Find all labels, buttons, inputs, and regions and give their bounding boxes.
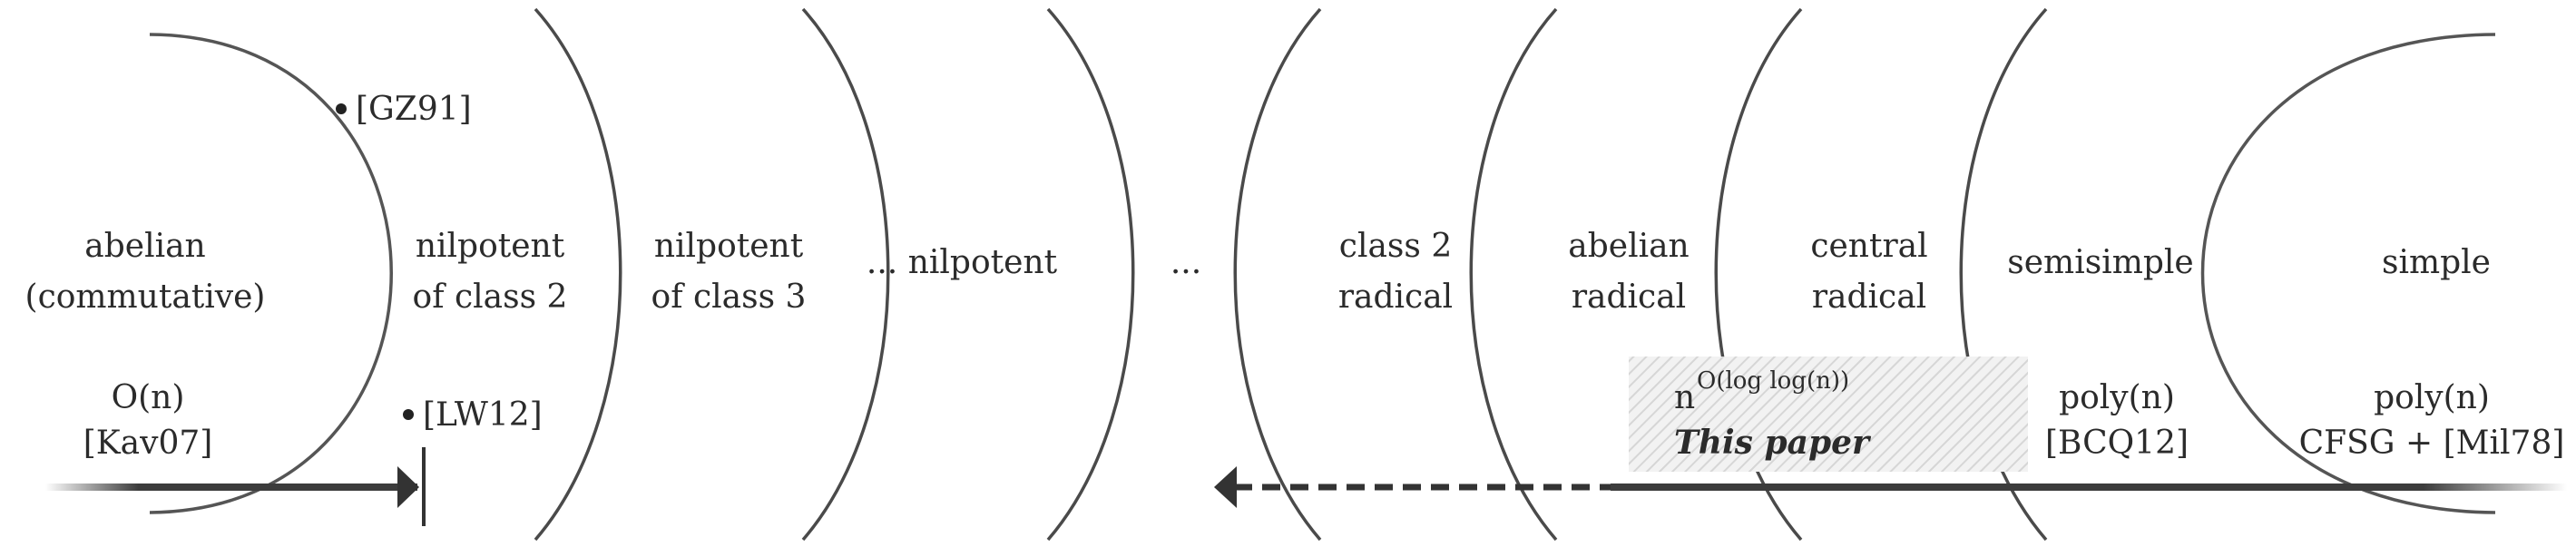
this-paper-label: This paper bbox=[1674, 424, 1872, 462]
right-arrow-shaft bbox=[1611, 484, 2567, 491]
gz91-citation: [GZ91] bbox=[356, 91, 472, 128]
this-paper-bound-exponent: O(log log(n)) bbox=[1697, 367, 1849, 395]
arrows bbox=[45, 447, 2567, 526]
nilpotent-boundary bbox=[1046, 7, 1135, 542]
region-labels: abelian (commutative) nilpotent of class… bbox=[25, 228, 2491, 316]
this-paper-bound-base: n bbox=[1674, 379, 1695, 416]
lw12-dot bbox=[403, 409, 414, 420]
ellipsis-boundary bbox=[1233, 7, 1322, 542]
region-class2-radical-line2: radical bbox=[1338, 278, 1453, 316]
results: O(n) [Kav07] poly(n) [BCQ12] poly(n) CFS… bbox=[83, 379, 2565, 462]
semisimple-bound: poly(n) bbox=[2059, 379, 2175, 416]
class2-radical-boundary bbox=[1469, 7, 1558, 542]
simple-bound: poly(n) bbox=[2374, 379, 2490, 416]
nilpotent2-boundary bbox=[534, 7, 622, 542]
lw12-citation: [LW12] bbox=[423, 396, 543, 434]
region-nilpotent2-line2: of class 2 bbox=[413, 278, 568, 316]
nilpotent3-boundary bbox=[801, 7, 890, 542]
semisimple-citation: [BCQ12] bbox=[2045, 425, 2189, 462]
region-nilpotent3-line2: of class 3 bbox=[651, 278, 807, 316]
abelian-boundary bbox=[149, 33, 393, 514]
region-abelian-radical-line2: radical bbox=[1572, 278, 1686, 316]
simple-boundary bbox=[2200, 33, 2496, 514]
dashed-arrowhead-icon bbox=[1214, 466, 1237, 508]
left-arrowhead-icon bbox=[397, 466, 419, 508]
region-class2-radical-line1: class 2 bbox=[1339, 228, 1452, 265]
central-radical-boundary bbox=[1959, 7, 2048, 542]
region-ellipsis-line1: ... bbox=[1170, 244, 1201, 281]
abelian-bound: O(n) bbox=[112, 379, 185, 416]
region-abelian-line2: (commutative) bbox=[25, 278, 266, 316]
region-nilpotent-line1: ... nilpotent bbox=[867, 244, 1058, 281]
region-nilpotent3-line1: nilpotent bbox=[654, 228, 804, 265]
region-central-radical-line1: central bbox=[1810, 228, 1927, 265]
region-abelian-radical-line1: abelian bbox=[1568, 228, 1690, 265]
gz91-dot bbox=[336, 103, 347, 114]
region-central-radical-line2: radical bbox=[1812, 278, 1926, 316]
left-arrow-shaft bbox=[45, 484, 417, 491]
this-paper-box bbox=[1629, 357, 2028, 472]
region-simple-line1: simple bbox=[2382, 244, 2491, 281]
this-paper-result: n O(log log(n)) This paper bbox=[1674, 367, 1872, 462]
abelian-citation: [Kav07] bbox=[83, 425, 213, 462]
region-semisimple-line1: semisimple bbox=[2007, 244, 2193, 281]
simple-citation: CFSG + [Mil78] bbox=[2299, 425, 2565, 462]
region-nilpotent2-line1: nilpotent bbox=[416, 228, 565, 265]
abelian-radical-boundary bbox=[1714, 7, 1803, 542]
region-abelian-line1: abelian bbox=[84, 228, 206, 265]
region-boundaries bbox=[149, 7, 2496, 542]
